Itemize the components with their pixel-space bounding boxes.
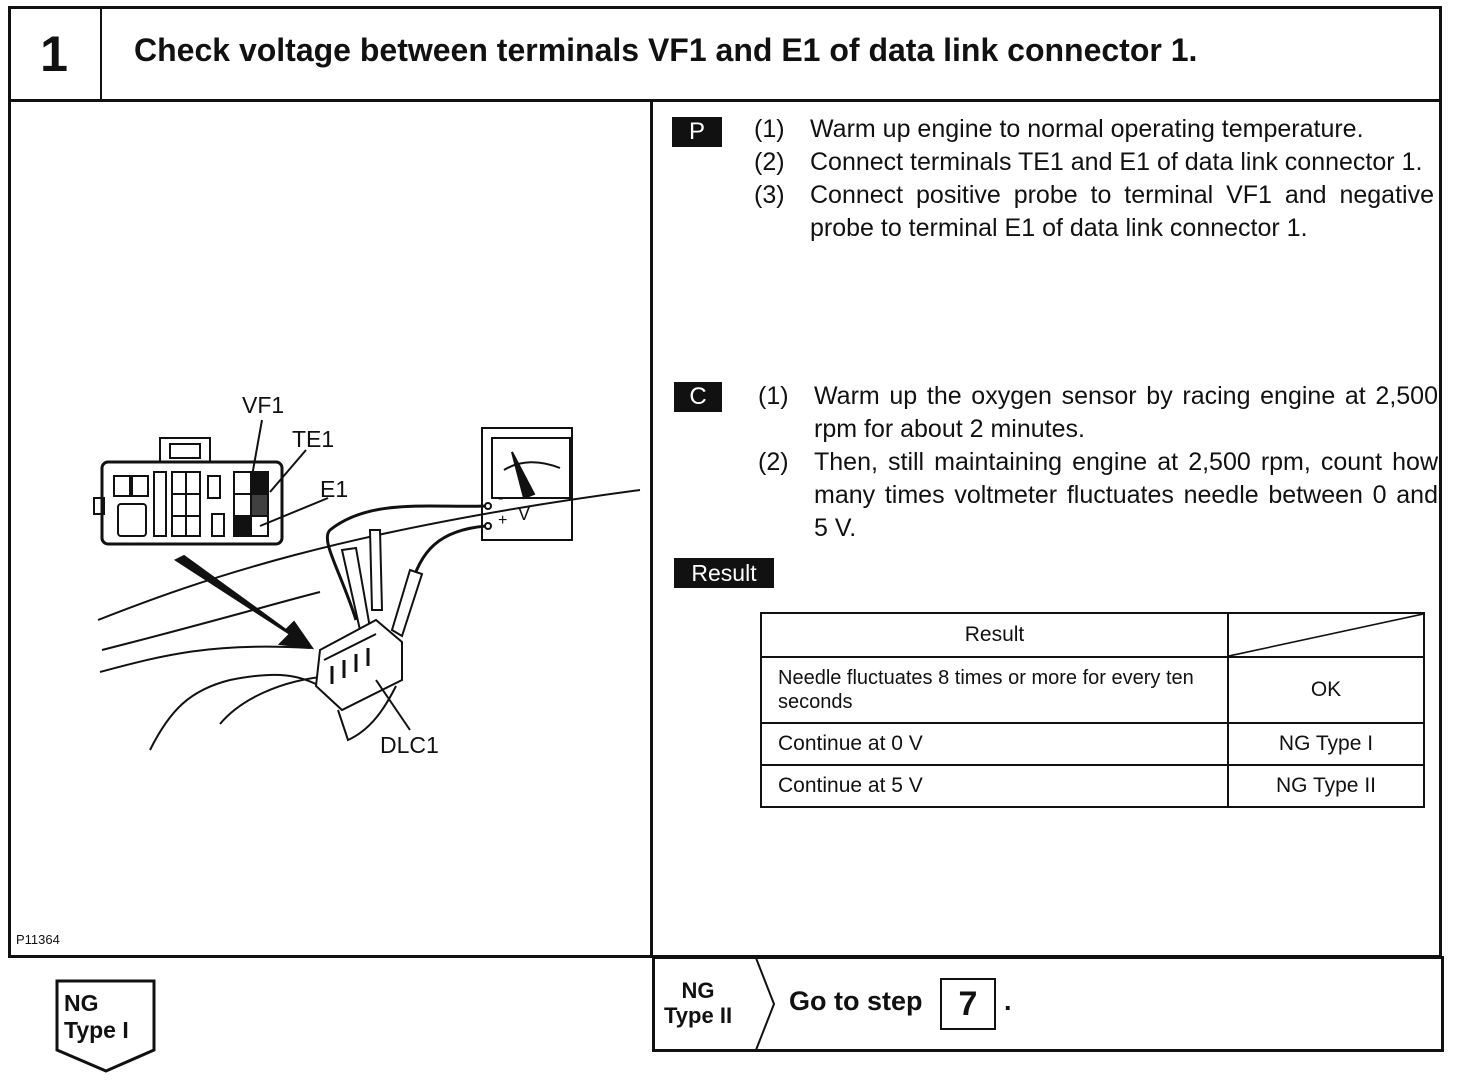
step-num: (1) <box>758 382 789 410</box>
prepare-step: (3) Connect positive probe to terminal V… <box>754 179 1434 245</box>
result-header-blank <box>1227 612 1425 658</box>
column-divider <box>650 102 653 958</box>
figure-code: P11364 <box>16 932 60 947</box>
result-table: Result Needle fluctuates 8 times or more… <box>760 612 1425 808</box>
go-to-step-number: 7 <box>940 978 996 1030</box>
step-num: (1) <box>754 115 785 143</box>
vf1-label: VF1 <box>242 392 285 418</box>
header-row <box>8 6 1442 102</box>
ng-type1-text: NG Type I <box>64 990 129 1044</box>
step-text: Connect terminals TE1 and E1 of data lin… <box>810 148 1423 176</box>
dlc1-label: DLC1 <box>380 732 439 758</box>
meter-minus-label: - <box>498 490 504 507</box>
result-outcome: NG Type II <box>1227 764 1425 808</box>
page-title: Check voltage between terminals VF1 and … <box>134 32 1198 68</box>
check-steps: (1) Warm up the oxygen sensor by racing … <box>758 380 1438 545</box>
prepare-steps: (1) Warm up engine to normal operating t… <box>754 113 1434 245</box>
te1-label: TE1 <box>292 426 335 452</box>
ng-type2-box <box>652 956 1444 1052</box>
go-to-step-period: . <box>1004 986 1012 1016</box>
meter-v-label: V <box>518 504 531 524</box>
result-condition: Needle fluctuates 8 times or more for ev… <box>760 656 1229 724</box>
connector-diagram <box>93 419 641 751</box>
diagonal-line <box>1229 614 1423 656</box>
table-row: Needle fluctuates 8 times or more for ev… <box>760 656 1425 724</box>
step-text: Then, still maintaining engine at 2,500 … <box>814 448 1438 542</box>
prepare-tag: P <box>672 117 722 147</box>
step-number: 1 <box>8 6 102 102</box>
ng-type1-line1: NG <box>64 990 99 1016</box>
step-num: (2) <box>758 448 789 476</box>
step-text: Warm up the oxygen sensor by racing engi… <box>814 382 1438 443</box>
chevron-divider-icon <box>755 958 776 1050</box>
meter-plus-label: + <box>498 512 508 529</box>
result-header: Result <box>760 612 1229 658</box>
check-step: (2) Then, still maintaining engine at 2,… <box>758 446 1438 545</box>
step-num: (2) <box>754 148 785 176</box>
result-tag: Result <box>674 558 774 588</box>
result-outcome: NG Type I <box>1227 722 1425 766</box>
go-to-step-text: Go to step <box>789 986 923 1016</box>
table-row: Continue at 5 V NG Type II <box>760 764 1425 808</box>
result-condition: Continue at 0 V <box>760 722 1229 766</box>
step-num: (3) <box>754 181 785 209</box>
prepare-step: (2) Connect terminals TE1 and E1 of data… <box>754 146 1434 179</box>
table-row: Continue at 0 V NG Type I <box>760 722 1425 766</box>
ng-type1-line2: Type I <box>64 1017 129 1043</box>
ng-type2-line2: Type II <box>664 1003 733 1028</box>
step-text: Warm up engine to normal operating tempe… <box>810 115 1364 143</box>
result-condition: Continue at 5 V <box>760 764 1229 808</box>
ng-type2-text: NG Type II <box>664 978 732 1028</box>
result-outcome: OK <box>1227 656 1425 724</box>
check-step: (1) Warm up the oxygen sensor by racing … <box>758 380 1438 446</box>
ng-type1-badge <box>55 979 156 1073</box>
e1-label: E1 <box>320 476 349 502</box>
step-text: Connect positive probe to terminal VF1 a… <box>810 181 1434 242</box>
check-tag: C <box>674 382 722 412</box>
prepare-step: (1) Warm up engine to normal operating t… <box>754 113 1434 146</box>
ng-type2-line1: NG <box>681 978 715 1003</box>
